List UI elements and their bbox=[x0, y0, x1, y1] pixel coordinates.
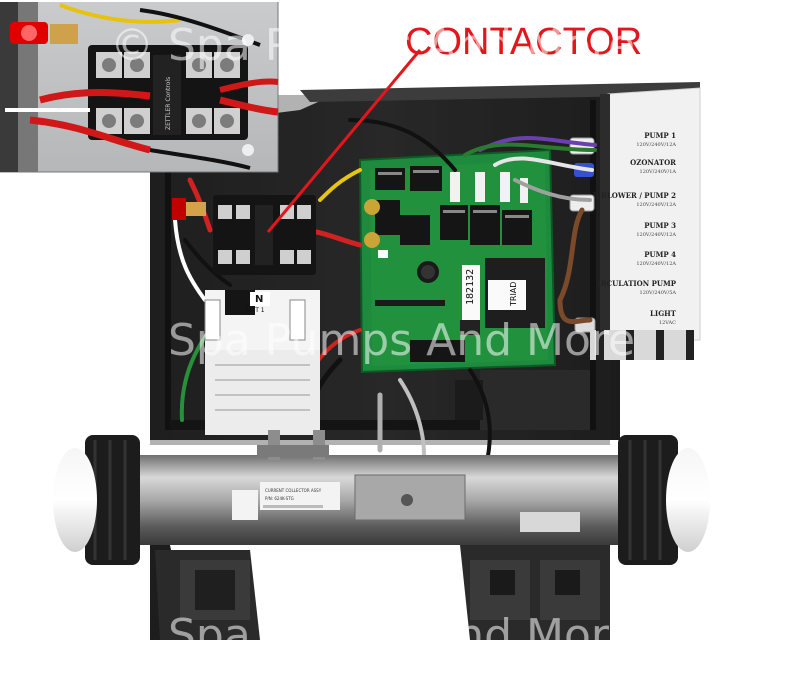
panel-label-title: PUMP 3 bbox=[644, 221, 676, 230]
watermark-middle: © Spa Pumps And More bbox=[110, 315, 635, 366]
panel-label-spec: 12VAC bbox=[659, 320, 676, 326]
terminal-n-label: N bbox=[255, 294, 263, 305]
panel-label-spec: 120V/240V/12A bbox=[636, 202, 676, 208]
panel-label-title: R BLOWER / PUMP 2 bbox=[593, 191, 676, 200]
panel-label-title: PUMP 1 bbox=[644, 131, 676, 140]
panel-label-title: IRCULATION PUMP bbox=[597, 279, 676, 288]
transformer-brand: TRIAD bbox=[509, 282, 518, 307]
panel-label-list: PUMP 1 120V/240V/12A OZONATOR 120V/240V/1A R… bbox=[593, 131, 677, 326]
terminal-hot-label: HOT 1 bbox=[246, 307, 265, 314]
panel-label-spec: 120V/240V/12A bbox=[636, 142, 676, 148]
callout-pointer-line bbox=[266, 49, 422, 233]
heater-assembly bbox=[53, 430, 710, 640]
heater-sticker-line2: P/N: 624K-STG bbox=[265, 496, 294, 501]
panel-label-title: PUMP 4 bbox=[644, 250, 676, 259]
panel-label-title: LIGHT bbox=[650, 309, 677, 318]
panel-label-spec: 120V/240V/5A bbox=[640, 290, 677, 296]
circuit-board bbox=[358, 148, 557, 374]
contactor-main bbox=[213, 195, 316, 275]
contactor-callout bbox=[266, 49, 422, 233]
watermark-top: © Spa Pumps And More bbox=[110, 20, 635, 71]
watermark-group: © Spa Pumps And More © Spa Pumps And Mor… bbox=[110, 20, 635, 661]
contactor-inset bbox=[0, 0, 279, 173]
label-panel bbox=[600, 87, 701, 344]
heater-sticker-line1: CURRENT COLLECTOR ASSY bbox=[265, 488, 322, 493]
board-serial: 182132 bbox=[465, 269, 476, 305]
indicator-light bbox=[172, 198, 206, 220]
panel-label-title: OZONATOR bbox=[630, 158, 676, 167]
panel-label-spec: 120V/240V/1A bbox=[640, 169, 677, 175]
watermark-bottom: © Spa Pumps And More bbox=[110, 610, 635, 661]
terminal-block bbox=[204, 290, 320, 435]
panel-label-spec: 120V/240V/12A bbox=[636, 232, 676, 238]
callout-label: CONTACTOR bbox=[405, 21, 642, 63]
panel-label-spec: 120V/240V/12A bbox=[636, 261, 676, 267]
inset-contactor-brand: ZETTLER Controls bbox=[165, 77, 172, 130]
